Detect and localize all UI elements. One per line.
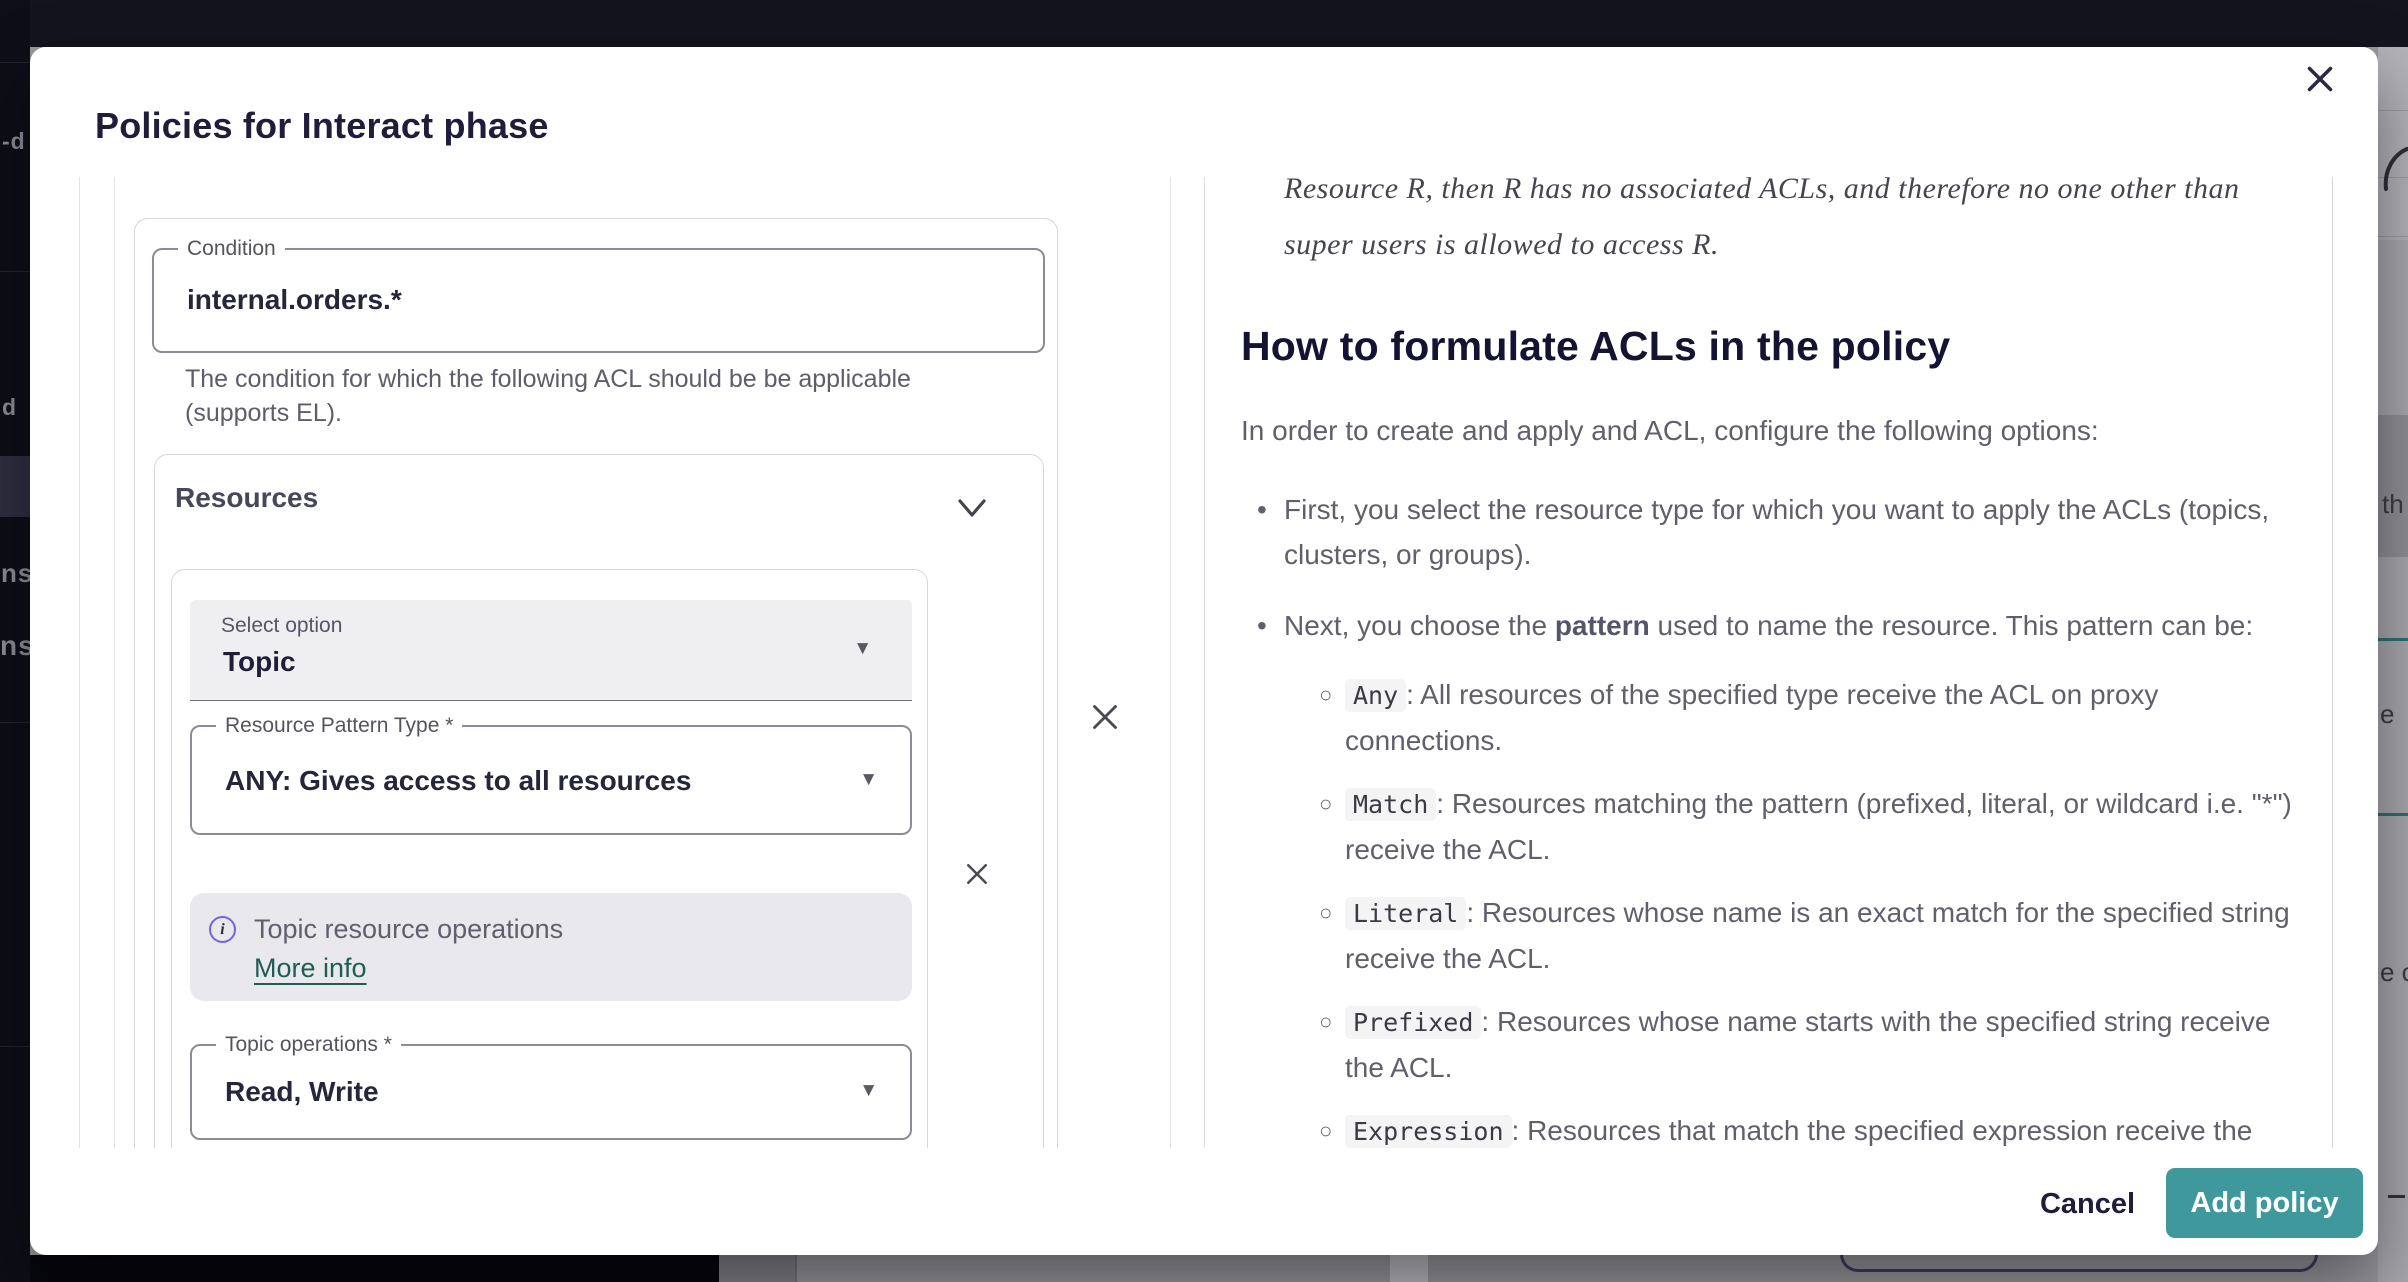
docs-heading: How to formulate ACLs in the policy: [1241, 323, 1951, 369]
sidebar-highlight-row: [0, 456, 30, 517]
pen-icon: [2383, 147, 2408, 191]
docs-pattern-sublist: ○ Any: All resources of the specified ty…: [1284, 672, 2292, 1148]
info-box-title: Topic resource operations: [254, 914, 564, 944]
sidebar-fragment: -d: [2, 128, 26, 154]
resources-title: Resources: [175, 482, 319, 513]
docs-sub-bullet-any: ○ Any: All resources of the specified ty…: [1319, 679, 2159, 756]
policy-list-border: [114, 177, 115, 1148]
caret-down-icon: ▼: [859, 769, 878, 790]
docs-bullet-list: • First, you select the resource type fo…: [1241, 487, 2292, 1148]
caret-down-icon: ▼: [853, 638, 872, 659]
pattern-bold: pattern: [1554, 610, 1650, 641]
topic-operations-value: Read, Write: [225, 1076, 379, 1107]
resource-type-value: Topic: [223, 646, 296, 677]
docs-sub-bullet-match: ○ Match: Resources matching the pattern …: [1319, 788, 2292, 865]
resource-pattern-type-label: Resource Pattern Type *: [216, 714, 463, 738]
caret-down-icon: ▼: [859, 1080, 878, 1101]
topic-operations-select[interactable]: Topic operations * Read, Write ▼: [190, 1033, 912, 1140]
condition-field[interactable]: Condition internal.orders.*: [152, 237, 1045, 353]
sidebar-fragment: ns: [0, 630, 30, 661]
resource-type-select[interactable]: Select option Topic ▼: [190, 600, 912, 701]
info-icon: i: [209, 916, 236, 943]
condition-helper-text: The condition for which the following AC…: [185, 365, 911, 427]
policy-card: Condition internal.orders.* The conditio…: [134, 218, 1058, 1148]
resource-pattern-type-select[interactable]: Resource Pattern Type * ANY: Gives acces…: [190, 714, 912, 835]
chevron-down-icon[interactable]: [955, 497, 989, 521]
background-bottom-strip: [30, 1255, 2408, 1282]
code-chip: Match: [1345, 788, 1437, 821]
code-chip: Expression: [1345, 1115, 1512, 1148]
policy-form-scroll-area[interactable]: Condition internal.orders.* The conditio…: [79, 177, 1171, 1148]
code-chip: Any: [1345, 679, 1407, 712]
more-info-link[interactable]: More info: [254, 953, 367, 983]
cancel-button[interactable]: Cancel: [2030, 1182, 2145, 1226]
background-dash-fragment: [2388, 1195, 2405, 1198]
sidebar-fragment: ns: [1, 558, 30, 588]
docs-sub-bullet-literal: ○ Literal: Resources whose name is an ex…: [1319, 897, 2290, 974]
background-text-fragment: th: [2382, 489, 2404, 519]
background-text-fragment: e: [2380, 699, 2395, 729]
docs-sub-bullet-prefixed: ○ Prefixed: Resources whose name starts …: [1319, 1006, 2271, 1083]
background-text-fragment: e c: [2380, 957, 2408, 987]
policies-modal: Policies for Interact phase Condition in…: [30, 47, 2378, 1255]
resource-pattern-type-value: ANY: Gives access to all resources: [225, 765, 692, 796]
background-sidebar: -d d ns ns: [0, 0, 30, 1282]
docs-sub-bullet-expression: ○ Expression: Resources that match the s…: [1319, 1115, 2253, 1148]
close-icon[interactable]: [2298, 57, 2342, 101]
add-policy-button[interactable]: Add policy: [2166, 1168, 2363, 1238]
background-page-right-edge: th e e c: [2378, 47, 2408, 1282]
condition-label: Condition: [178, 237, 285, 261]
code-chip: Prefixed: [1345, 1006, 1482, 1039]
resource-item-card: Select option Topic ▼ Resource Pattern T…: [171, 569, 928, 1148]
docs-paragraph: In order to create and apply and ACL, co…: [1241, 415, 2099, 446]
acl-docs-panel[interactable]: Resource R, then R has no associated ACL…: [1204, 177, 2333, 1148]
resource-type-label: Select option: [221, 614, 343, 637]
remove-resource-icon[interactable]: [962, 859, 992, 894]
background-top-bar: [0, 0, 2408, 47]
code-chip: Literal: [1345, 897, 1467, 930]
docs-bullet-next: • Next, you choose the pattern used to n…: [1241, 603, 2292, 1148]
resources-section: Resources Select option Topic ▼ Resource…: [154, 454, 1044, 1148]
sidebar-fragment: d: [2, 394, 18, 420]
condition-value: internal.orders.*: [187, 284, 402, 315]
docs-quote: Resource R, then R has no associated ACL…: [1284, 177, 2240, 261]
topic-operations-label: Topic operations *: [216, 1033, 401, 1057]
modal-title: Policies for Interact phase: [95, 105, 549, 146]
remove-policy-icon[interactable]: [1087, 699, 1123, 740]
docs-bullet-first: • First, you select the resource type fo…: [1257, 494, 2270, 570]
topic-operations-info-box: i Topic resource operations More info: [190, 893, 912, 1001]
